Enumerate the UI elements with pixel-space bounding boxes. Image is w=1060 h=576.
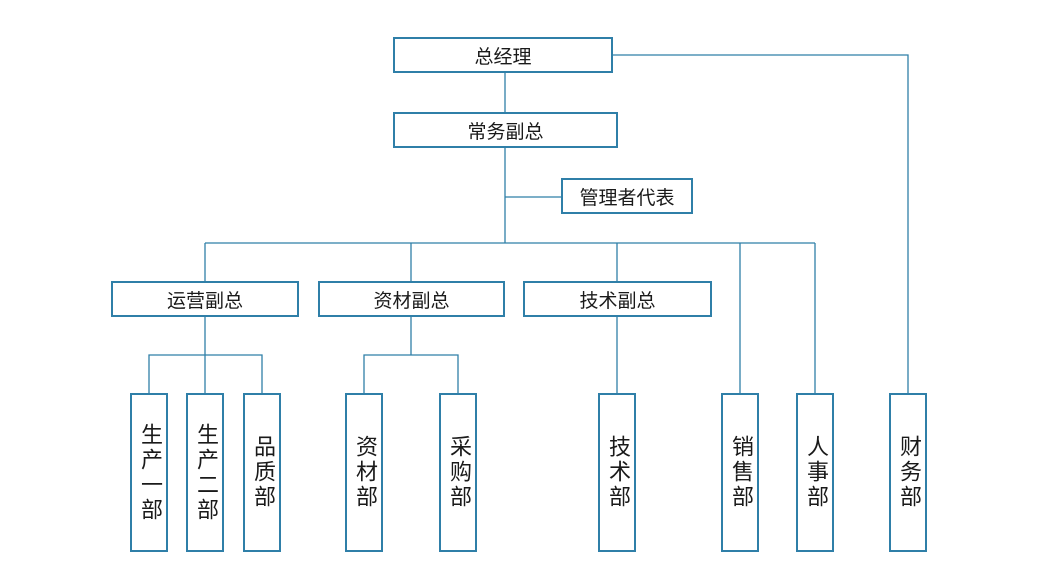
node-management-representative: 管理者代表 (561, 178, 693, 214)
node-finance-dept: 财务部 (889, 393, 927, 552)
connector-materials-bus (363, 354, 459, 393)
node-sales-dept: 销售部 (721, 393, 759, 552)
node-executive-vp: 常务副总 (393, 112, 618, 148)
node-hr-dept: 人事部 (796, 393, 834, 552)
node-general-manager: 总经理 (393, 37, 613, 73)
node-production-dept-1: 生产一部 (130, 393, 168, 552)
node-materials-vp: 资材副总 (318, 281, 505, 317)
node-production-dept-2: 生产二部 (186, 393, 224, 552)
node-purchasing-dept: 采购部 (439, 393, 477, 552)
node-operations-vp: 运营副总 (111, 281, 299, 317)
node-quality-dept: 品质部 (243, 393, 281, 552)
node-technology-vp: 技术副总 (523, 281, 712, 317)
connector-gm-finance (613, 54, 909, 393)
node-technology-dept: 技术部 (598, 393, 636, 552)
node-materials-dept: 资材部 (345, 393, 383, 552)
